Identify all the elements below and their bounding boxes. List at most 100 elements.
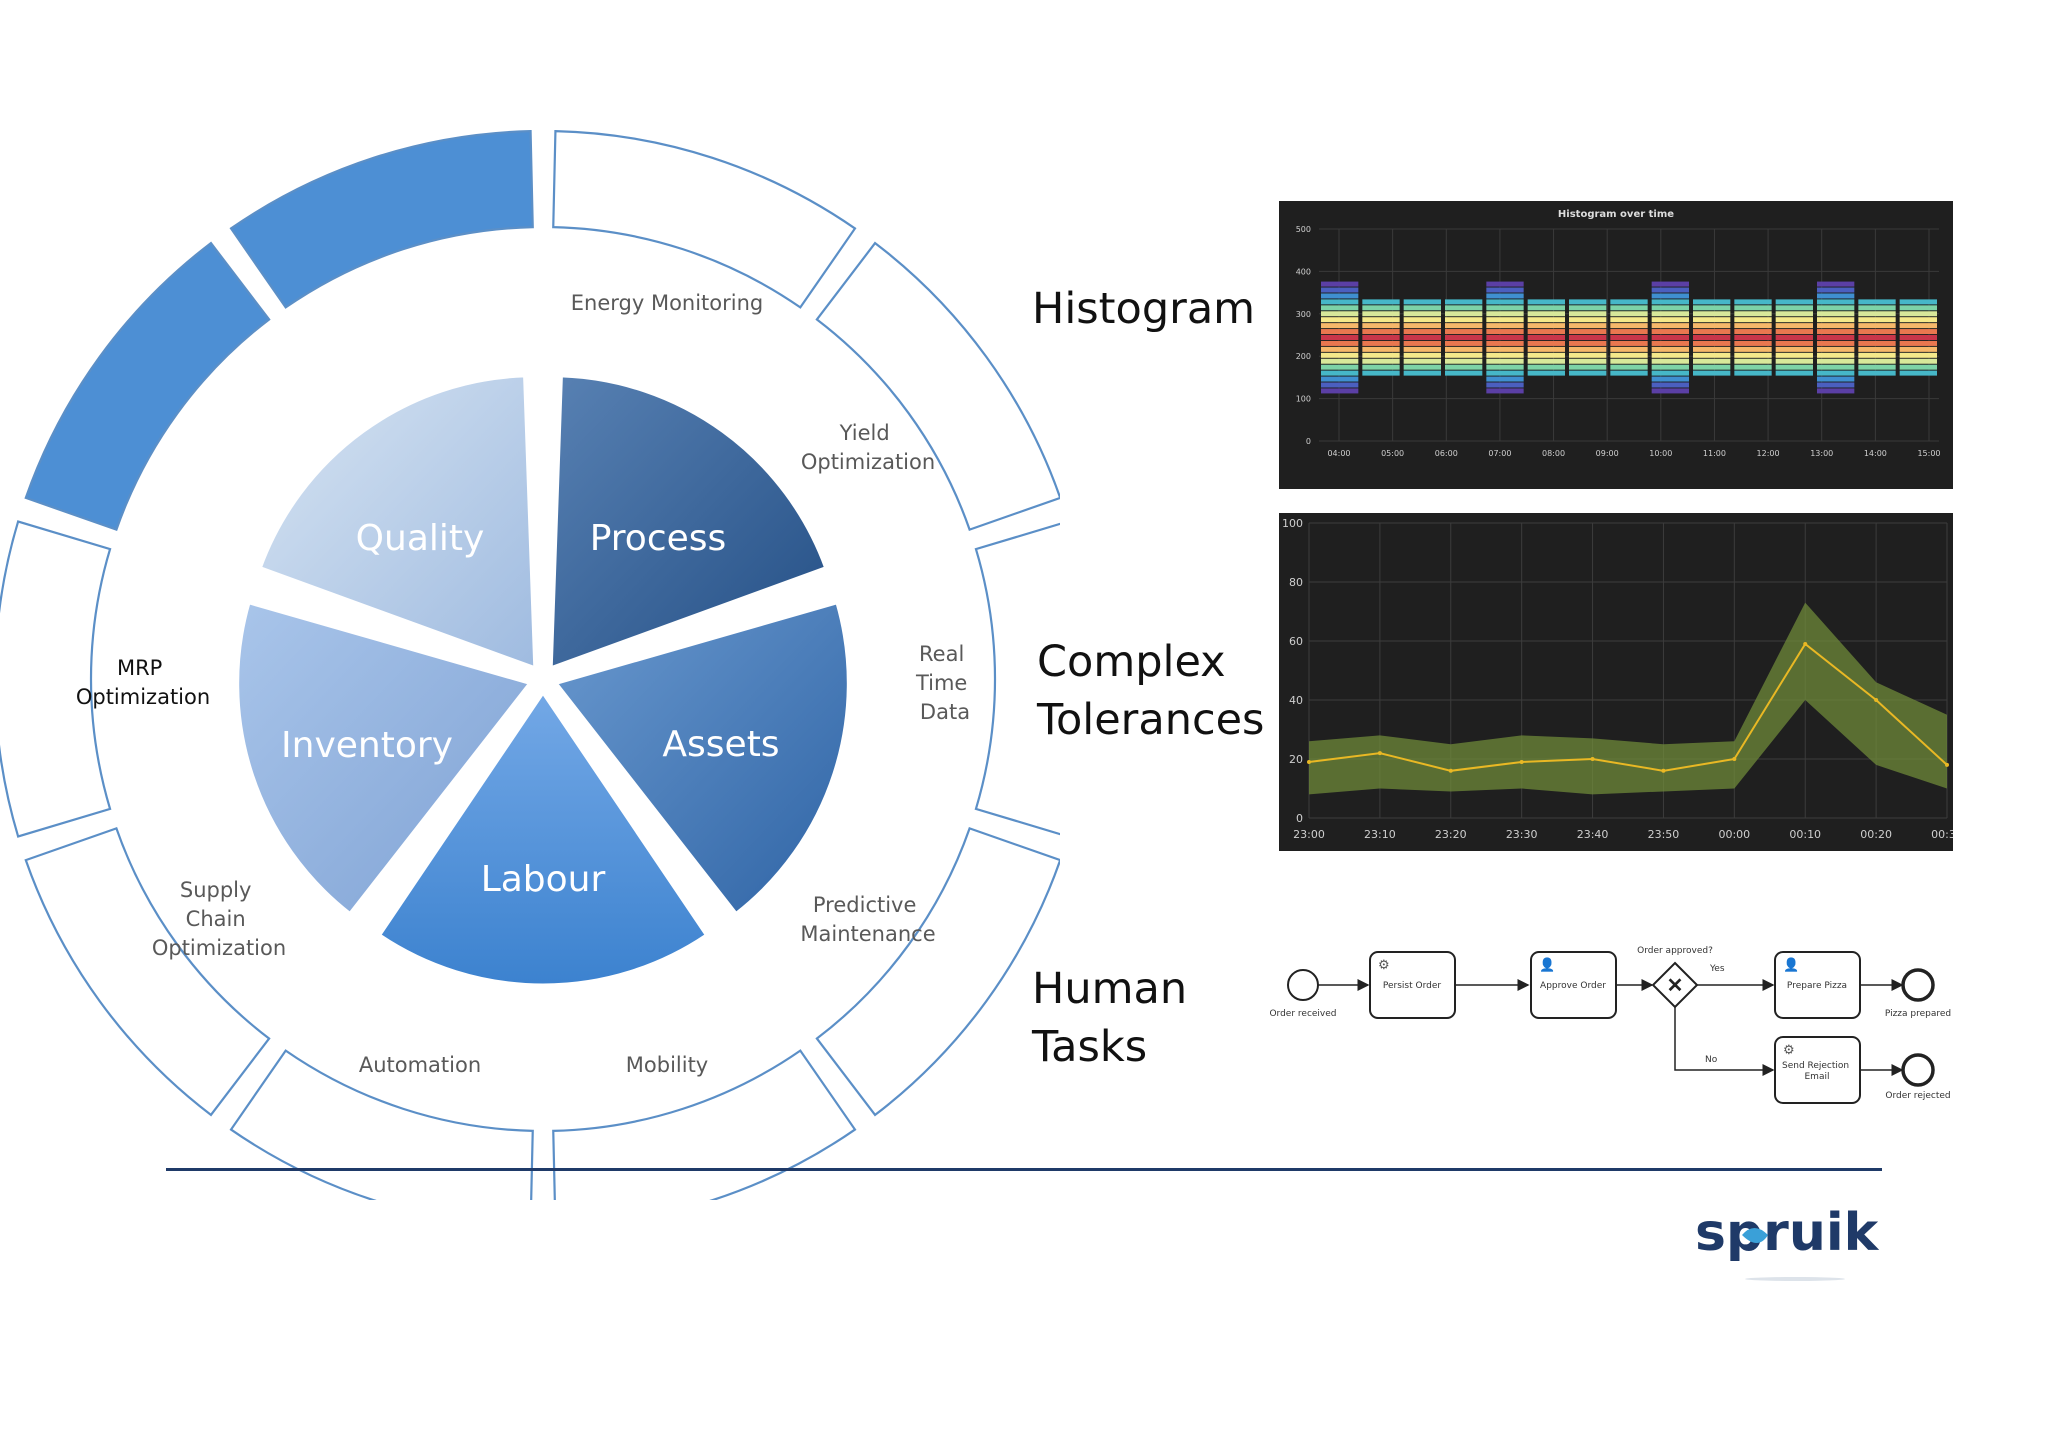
hist-cell	[1486, 323, 1524, 329]
hist-cell	[1569, 311, 1607, 317]
no-label: No	[1705, 1055, 1718, 1065]
hist-cell	[1486, 352, 1524, 358]
hist-cell	[1321, 293, 1359, 299]
hist-cell	[1362, 305, 1400, 311]
hist-x-tick: 14:00	[1864, 449, 1887, 458]
measurement-point	[1732, 757, 1737, 761]
measurement-point	[1307, 759, 1311, 764]
hist-x-tick: 05:00	[1381, 449, 1404, 458]
hist-cell	[1362, 364, 1400, 370]
hist-cell	[1403, 352, 1441, 358]
ring-segment-predictive-maintenance	[815, 826, 1060, 1117]
hist-cell	[1693, 364, 1731, 370]
hist-cell	[1403, 335, 1441, 340]
hist-cell	[1610, 370, 1648, 376]
label-inventory: Inventory	[281, 725, 453, 766]
hist-cell	[1817, 364, 1855, 370]
hist-cell	[1899, 340, 1937, 346]
hist-y-tick: 100	[1296, 395, 1311, 404]
hist-cell	[1651, 311, 1689, 317]
tol-x-tick: 23:00	[1293, 828, 1325, 841]
hist-cell	[1817, 340, 1855, 346]
hist-cell	[1527, 346, 1565, 352]
hist-cell	[1693, 323, 1731, 329]
hist-cell	[1899, 364, 1937, 370]
hist-cell	[1817, 317, 1855, 323]
hist-cell	[1486, 340, 1524, 346]
core-segment-process	[549, 374, 828, 670]
hist-cell	[1651, 340, 1689, 346]
hist-cell	[1651, 370, 1689, 376]
label-real-time-data: Real Time Data	[915, 642, 974, 724]
hist-cell	[1362, 299, 1400, 305]
hist-cell	[1817, 287, 1855, 293]
hist-cell	[1817, 299, 1855, 305]
tol-x-tick: 23:10	[1364, 828, 1396, 841]
hist-cell	[1651, 317, 1689, 323]
persist-order-label: Persist Order	[1383, 981, 1441, 991]
hist-cell	[1899, 323, 1937, 329]
hist-cell	[1569, 317, 1607, 323]
hist-cell	[1693, 305, 1731, 311]
hist-cell	[1321, 305, 1359, 311]
hist-cell	[1403, 323, 1441, 329]
ring-segment-automation	[229, 1049, 534, 1200]
hist-cell	[1775, 311, 1813, 317]
hist-cell	[1569, 299, 1607, 305]
hist-x-tick: 13:00	[1810, 449, 1833, 458]
human-tasks-line-2: Tasks	[1032, 1022, 1148, 1072]
hist-cell	[1817, 281, 1855, 287]
hist-cell	[1527, 364, 1565, 370]
hist-cell	[1569, 352, 1607, 358]
measurement-point	[1803, 641, 1808, 646]
hist-cell	[1527, 329, 1565, 335]
hist-cell	[1775, 370, 1813, 376]
gear-icon: ⚙	[1783, 1042, 1795, 1057]
hist-cell	[1403, 340, 1441, 346]
hist-cell	[1651, 376, 1689, 382]
hist-cell	[1569, 346, 1607, 352]
hist-cell	[1693, 317, 1731, 323]
order-received-label: Order received	[1269, 1009, 1336, 1019]
bpmn-process-diagram: Order received ⚙ Persist Order 👤 Approve…	[1269, 946, 1951, 1104]
ring-segment-mobility	[552, 1049, 857, 1200]
tol-x-tick: 00:30	[1931, 828, 1953, 841]
tol-y-tick: 40	[1289, 694, 1303, 707]
tol-x-tick: 23:20	[1435, 828, 1467, 841]
hist-cell	[1817, 352, 1855, 358]
hist-cell	[1321, 287, 1359, 293]
hist-cell	[1403, 317, 1441, 323]
hist-cell	[1734, 323, 1772, 329]
hist-cell	[1858, 340, 1896, 346]
hist-cell	[1445, 370, 1483, 376]
tol-y-tick: 0	[1296, 812, 1303, 825]
hist-cell	[1858, 364, 1896, 370]
hist-cell	[1321, 376, 1359, 382]
hist-cell	[1858, 370, 1896, 376]
hist-cell	[1569, 370, 1607, 376]
hist-cell	[1445, 340, 1483, 346]
label-mrp-optimization: MRP Optimization	[76, 656, 210, 709]
core-segment-quality	[258, 374, 537, 670]
measurement-point	[1519, 759, 1524, 764]
hist-cell	[1445, 358, 1483, 364]
hist-cell	[1693, 335, 1731, 340]
hist-cell	[1693, 346, 1731, 352]
hist-cell	[1899, 352, 1937, 358]
hist-cell	[1775, 329, 1813, 335]
user-icon: 👤	[1783, 957, 1799, 972]
hist-cell	[1486, 358, 1524, 364]
logo-swirl	[1742, 1228, 1768, 1243]
hist-cell	[1610, 352, 1648, 358]
hist-cell	[1858, 299, 1896, 305]
label-predictive-maintenance: Predictive Maintenance	[800, 893, 935, 946]
hist-cell	[1858, 317, 1896, 323]
capability-wheel: Digital Quality Energy Monitoring Yield …	[0, 130, 1060, 1200]
ring-segment-yield-optimization	[815, 241, 1060, 532]
tol-x-tick: 00:00	[1718, 828, 1750, 841]
hist-cell	[1486, 281, 1524, 287]
hist-cell	[1775, 335, 1813, 340]
ring-segment-digital-quality	[229, 130, 534, 309]
hist-cell	[1899, 346, 1937, 352]
hist-cell	[1486, 370, 1524, 376]
